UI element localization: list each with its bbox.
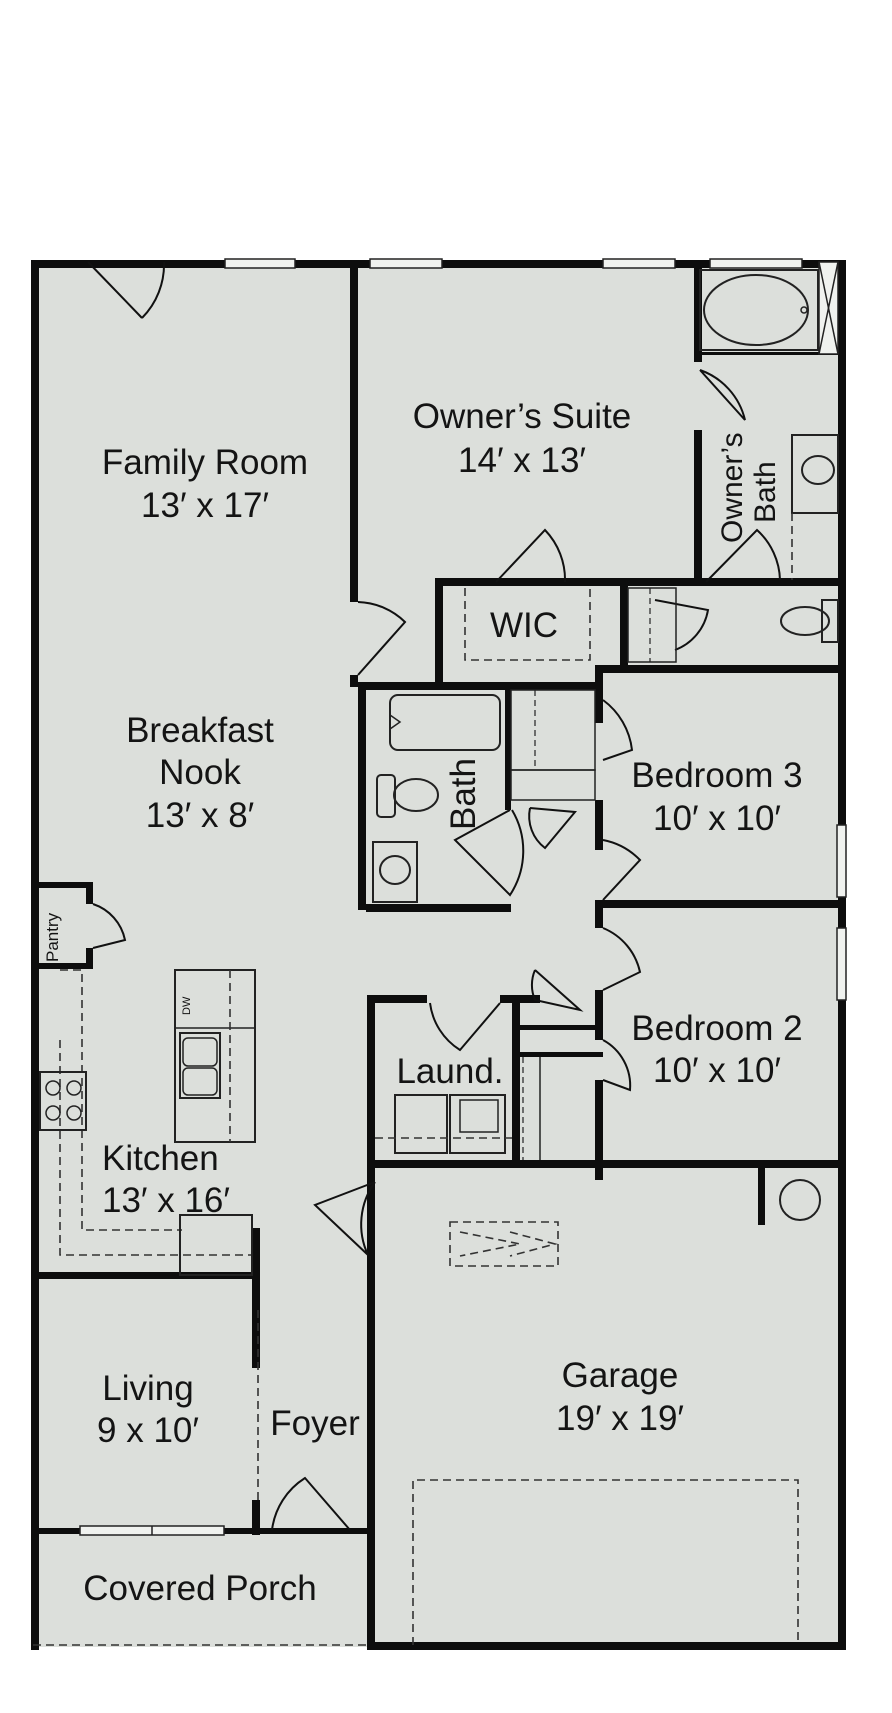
bedroom3-name: Bedroom 3 [631,756,802,795]
owners-bath-line2: Bath [749,461,782,523]
wic-name: WIC [490,606,558,645]
floor-area [33,262,843,1647]
kitchen-dim: 13′ x 16′ [102,1181,230,1220]
bedroom3-dim: 10′ x 10′ [653,799,781,838]
owners-bath-line1: Owner’s [716,432,749,543]
owners-suite-name: Owner’s Suite [413,397,632,436]
laundry-name: Laund. [396,1052,503,1091]
family-room-dim: 13′ x 17′ [141,486,269,525]
living-dim: 9 x 10′ [97,1411,199,1450]
garage-name: Garage [562,1356,679,1395]
breakfast-nook-line2: Nook [159,753,241,792]
kitchen-name: Kitchen [102,1139,219,1178]
pantry-name: Pantry [43,912,62,962]
doors [87,261,781,1531]
family-room-name: Family Room [102,443,308,482]
breakfast-nook-line1: Breakfast [126,711,274,750]
dishwasher-label: DW [181,996,193,1015]
fixtures [33,269,839,1646]
breakfast-nook-dim: 13′ x 8′ [146,796,254,835]
owners-suite-dim: 14′ x 13′ [458,441,586,480]
windows [79,258,847,1536]
bedroom2-name: Bedroom 2 [631,1009,802,1048]
covered-porch-name: Covered Porch [83,1569,316,1608]
foyer-name: Foyer [270,1404,360,1443]
garage-dim: 19′ x 19′ [556,1399,684,1438]
bath-name: Bath [444,758,483,830]
interior-walls [33,262,845,1535]
living-name: Living [102,1369,193,1408]
bedroom2-dim: 10′ x 10′ [653,1051,781,1090]
room-labels: Family Room 13′ x 17′ Owner’s Suite 14′ … [43,397,803,1608]
